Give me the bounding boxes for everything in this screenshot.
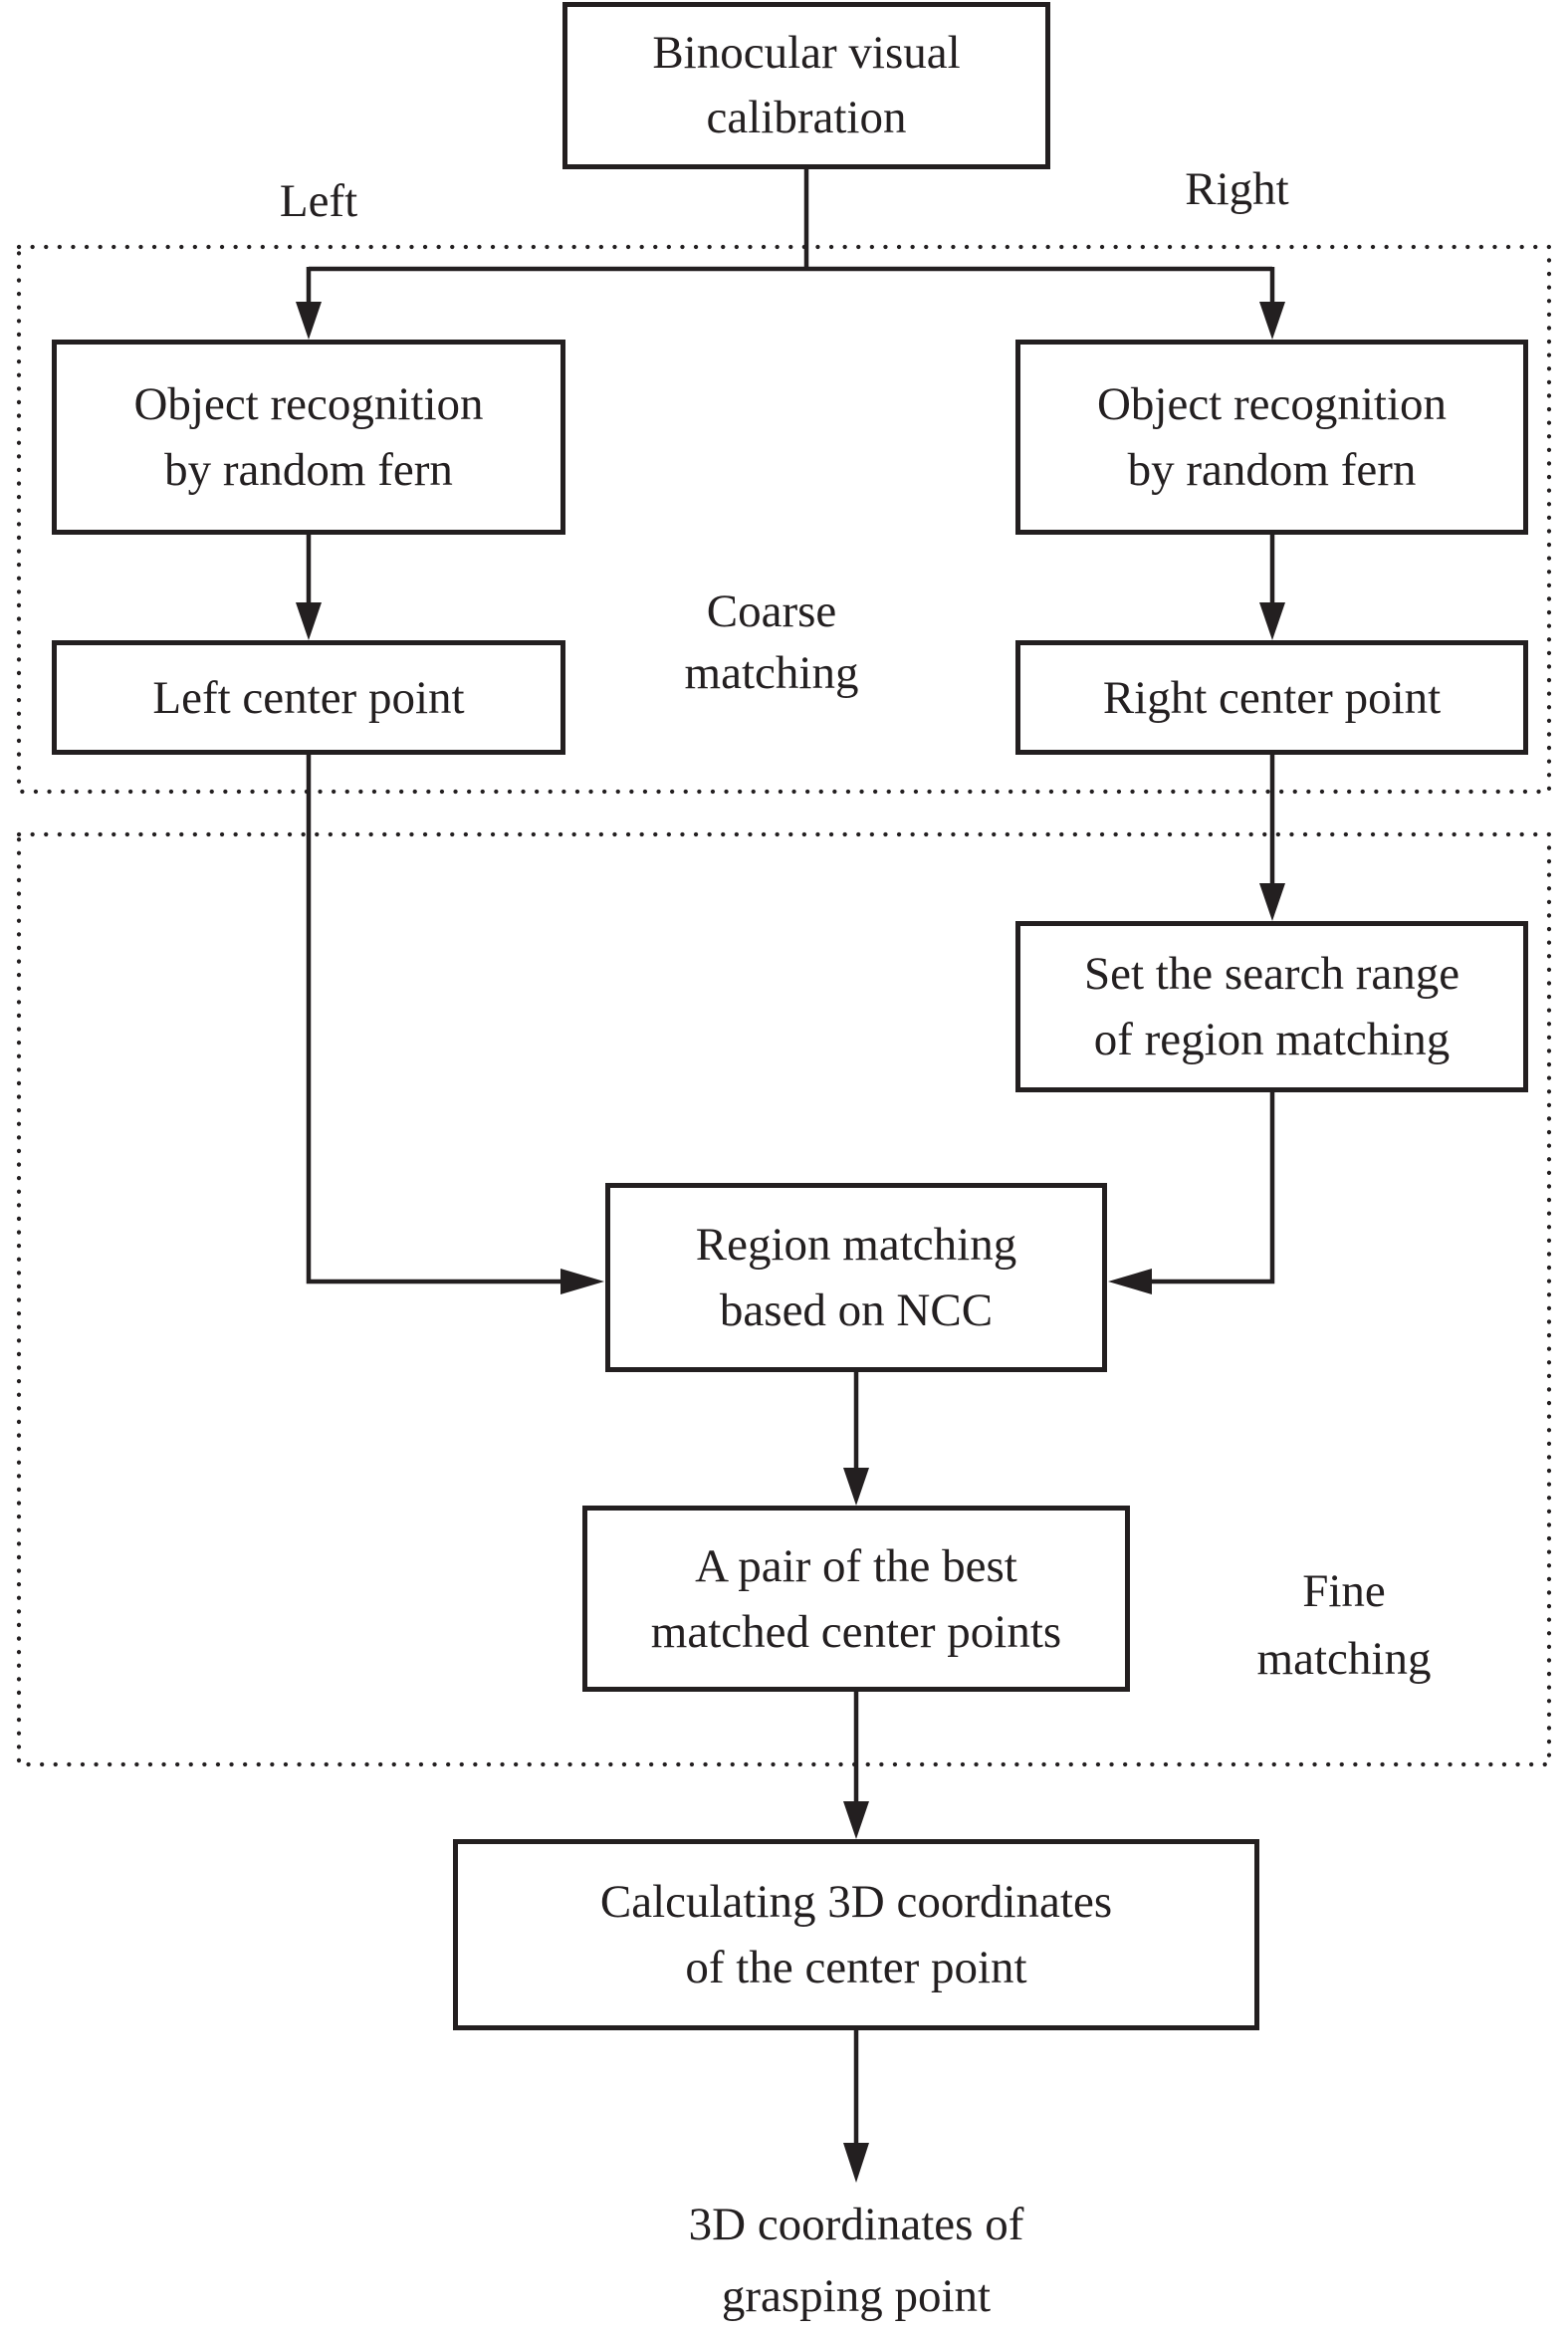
node-label-line: calibration xyxy=(706,92,907,143)
node-calculating-3d-coordinates: Calculating 3D coordinates of the center… xyxy=(453,1839,1259,2030)
region-label-line: matching xyxy=(1256,1633,1432,1685)
arrowhead-objright-rightcenter xyxy=(1259,602,1285,640)
node-label-line: Left center point xyxy=(152,671,465,724)
arrow-searchrange-ncc xyxy=(1150,1092,1275,1284)
node-label-line: based on NCC xyxy=(719,1284,994,1336)
coarse-matching-region-border xyxy=(16,244,1552,795)
node-label-line: Region matching xyxy=(695,1219,1017,1271)
node-label-line: Object recognition xyxy=(1096,378,1448,430)
node-left-center-point: Left center point xyxy=(52,640,565,755)
node-object-recognition-left: Object recognition by random fern xyxy=(52,340,565,535)
node-label-line: Binocular visual xyxy=(652,27,961,79)
arrowhead-rightcenter-searchrange xyxy=(1259,883,1285,921)
node-label-line: Right center point xyxy=(1102,671,1442,724)
node-label-line: by random fern xyxy=(1127,444,1417,496)
node-label-line: A pair of the best xyxy=(695,1539,1017,1592)
node-region-matching-ncc: Region matching based on NCC xyxy=(605,1183,1107,1372)
node-right-center-point: Right center point xyxy=(1015,640,1528,755)
region-label-line: Fine xyxy=(1302,1565,1386,1617)
node-search-range: Set the search range of region matching xyxy=(1015,921,1528,1092)
node-label-line: Calculating 3D coordinates xyxy=(599,1876,1113,1928)
column-label-left: Left xyxy=(279,175,358,227)
fine-matching-region-border xyxy=(16,831,1552,1767)
node-best-matched-pair: A pair of the best matched center points xyxy=(582,1506,1130,1692)
region-label-fine-matching: Fine matching xyxy=(1190,1557,1498,1693)
arrowhead-branch-right xyxy=(1259,302,1285,340)
node-label-line: by random fern xyxy=(164,444,453,496)
output-label-line: 3D coordinates of xyxy=(688,2199,1024,2250)
node-object-recognition-right: Object recognition by random fern xyxy=(1015,340,1528,535)
arrowhead-ncc-pair xyxy=(843,1468,869,1506)
node-label-line: of region matching xyxy=(1093,1014,1451,1065)
output-label-3d-coordinates: 3D coordinates of grasping point xyxy=(553,2189,1160,2332)
arrow-leftcenter-ncc xyxy=(306,755,562,1284)
arrowhead-searchrange-ncc xyxy=(1108,1269,1152,1294)
region-label-line: matching xyxy=(684,647,859,699)
arrowhead-calc-output xyxy=(843,2143,869,2183)
node-label-line: matched center points xyxy=(650,1605,1062,1658)
node-label-line: Set the search range xyxy=(1083,948,1460,1000)
arrowhead-objleft-leftcenter xyxy=(296,602,322,640)
node-label-line: of the center point xyxy=(685,1942,1027,1993)
arrowhead-branch-left xyxy=(296,302,322,340)
region-label-coarse-matching: Coarse matching xyxy=(617,581,926,704)
region-label-line: Coarse xyxy=(706,585,837,637)
output-label-line: grasping point xyxy=(721,2270,992,2322)
column-label-right: Right xyxy=(1185,163,1289,215)
node-label-line: Object recognition xyxy=(133,378,484,430)
arrowhead-leftcenter-ncc xyxy=(560,1269,604,1294)
arrowhead-pair-calc xyxy=(843,1801,869,1839)
node-binocular-visual-calibration: Binocular visual calibration xyxy=(562,2,1050,169)
